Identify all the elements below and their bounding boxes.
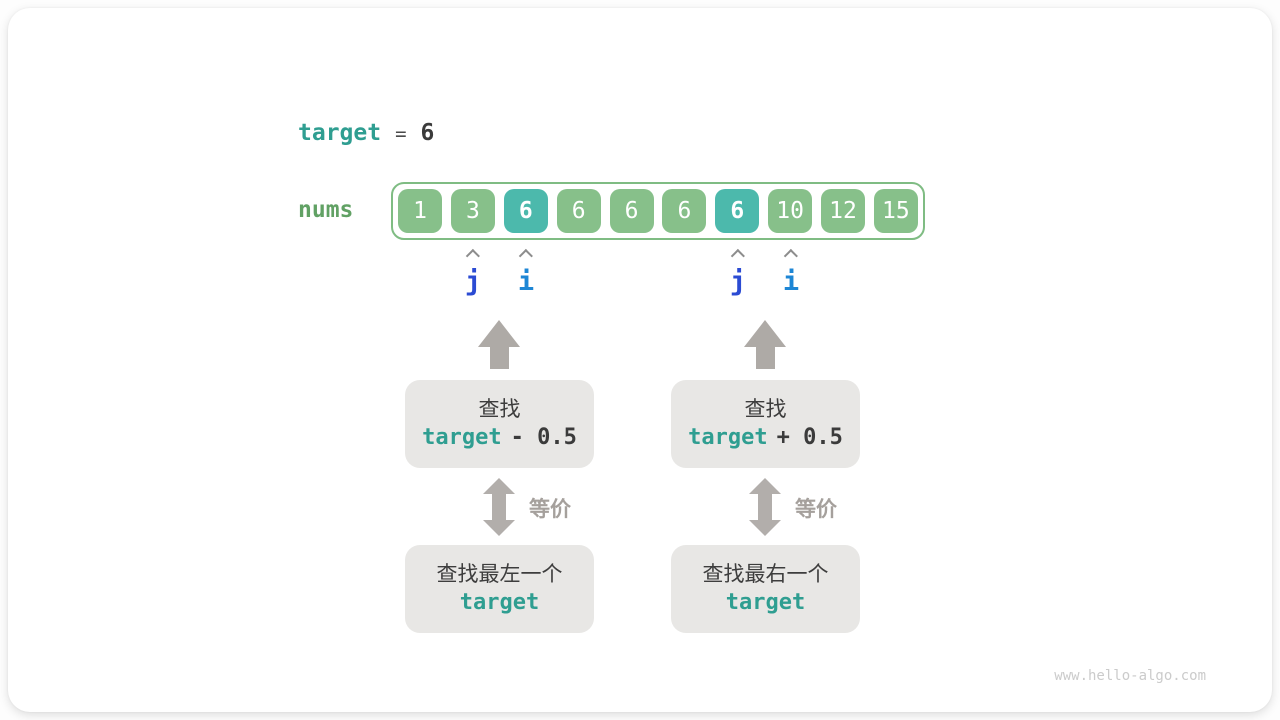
pointer-right-i: i: [783, 248, 799, 295]
pointer-left-j: j: [465, 248, 481, 295]
search-target-plus-box: 查找 target + 0.5: [671, 380, 860, 468]
target-assignment: target = 6: [298, 120, 434, 146]
array-cell: 3: [450, 189, 495, 233]
pointer-label-i: i: [517, 266, 535, 297]
code-target: target: [422, 425, 502, 451]
pointer-label-j: j: [729, 266, 747, 297]
pointer-label-j: j: [464, 266, 482, 297]
watermark: www.hello-algo.com: [1054, 668, 1206, 684]
array-cell: 6: [556, 189, 601, 233]
code-target: target: [725, 590, 806, 616]
find-rightmost-box: 查找最右一个 target: [671, 545, 860, 633]
caret-up-icon: [465, 248, 481, 264]
array-cell: 6: [609, 189, 654, 233]
code-target: target: [688, 425, 768, 451]
caret-up-icon: [518, 248, 534, 264]
search-label: 查找: [744, 397, 787, 422]
caret-up-icon: [730, 248, 746, 264]
up-arrow-icon: [744, 320, 786, 369]
nums-array: 1 3 6 6 6 6 6 10 12 15: [391, 182, 925, 240]
search-expression: target - 0.5: [422, 426, 577, 450]
result-label: 查找最左一个: [436, 562, 563, 587]
result-label: 查找最右一个: [702, 562, 829, 587]
target-value: 6: [420, 120, 435, 146]
array-cell: 15: [873, 189, 918, 233]
array-cell: 12: [821, 189, 865, 233]
array-cell: 10: [768, 189, 813, 233]
caret-up-icon: [783, 248, 799, 264]
code-operator: - 0.5: [510, 425, 577, 451]
equivalence-label: 等价: [795, 497, 837, 521]
pointer-left-i: i: [518, 248, 534, 295]
search-label: 查找: [478, 397, 521, 422]
equivalence-label: 等价: [529, 497, 571, 521]
code-operator: + 0.5: [776, 425, 843, 451]
array-cell: 6: [715, 189, 760, 233]
array-cell: 1: [398, 189, 442, 233]
target-variable: target: [298, 120, 382, 146]
pointer-label-i: i: [782, 266, 800, 297]
nums-label: nums: [298, 197, 354, 223]
code-target: target: [459, 590, 540, 616]
diagram-card: target = 6 nums 1 3 6 6 6 6 6 10 12 15 j…: [8, 8, 1272, 712]
pointer-right-j: j: [730, 248, 746, 295]
search-expression: target + 0.5: [688, 426, 843, 450]
find-leftmost-box: 查找最左一个 target: [405, 545, 594, 633]
search-target-minus-box: 查找 target - 0.5: [405, 380, 594, 468]
up-arrow-icon: [478, 320, 520, 369]
equals-sign: =: [395, 123, 407, 145]
double-arrow-icon: [749, 478, 781, 536]
array-cell: 6: [662, 189, 707, 233]
double-arrow-icon: [483, 478, 515, 536]
array-cell: 6: [503, 189, 548, 233]
